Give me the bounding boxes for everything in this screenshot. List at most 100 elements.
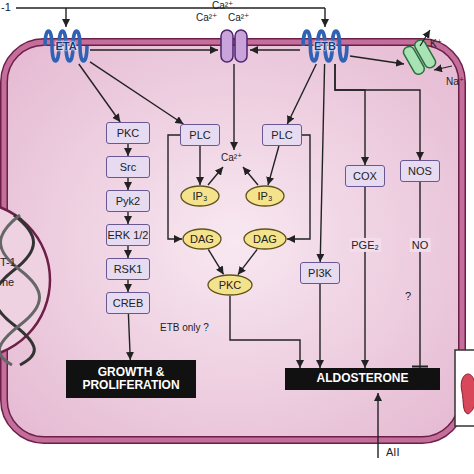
node-text: PLC bbox=[189, 129, 210, 141]
signal-connector bbox=[127, 212, 128, 224]
annotation-label: ? bbox=[405, 290, 411, 302]
annotation-label: ETB only ? bbox=[160, 322, 209, 333]
process-box: COX bbox=[345, 165, 385, 187]
signal-connector bbox=[127, 280, 128, 292]
node-text: GROWTH & PROLIFERATION bbox=[70, 366, 192, 392]
stimulus-arrow bbox=[377, 393, 378, 458]
process-box: Src bbox=[106, 156, 150, 178]
signal-arrow bbox=[90, 49, 218, 50]
transmembrane-helices bbox=[45, 31, 87, 61]
node-text: Pyk2 bbox=[116, 195, 140, 207]
messenger-oval: DAG bbox=[182, 228, 222, 250]
annotation-label: K⁺ bbox=[430, 38, 442, 49]
node-text: PKC bbox=[117, 127, 140, 139]
node-text: NOS bbox=[408, 165, 432, 177]
signal-connector bbox=[127, 178, 128, 190]
oval-shape bbox=[181, 186, 219, 206]
signal-connector bbox=[268, 146, 279, 185]
node-text: IP₃ bbox=[193, 190, 208, 202]
node-text: Src bbox=[120, 161, 137, 173]
ion-arrow bbox=[420, 30, 430, 46]
ion-arrow bbox=[434, 66, 452, 70]
process-box: Pyk2 bbox=[106, 190, 150, 212]
signal-connector bbox=[320, 64, 324, 262]
node-text: ALDOSTERONE bbox=[316, 372, 408, 385]
inset-frame bbox=[455, 350, 474, 426]
node-text: PKC bbox=[219, 279, 242, 291]
signal-connector bbox=[238, 249, 257, 274]
process-box: CREB bbox=[106, 292, 150, 314]
signal-connector bbox=[287, 135, 310, 239]
annotation-label: Na⁺ bbox=[446, 76, 464, 87]
signal-connector bbox=[90, 62, 183, 124]
calcium-release-arrow bbox=[208, 167, 223, 185]
process-box: PLC bbox=[262, 124, 302, 146]
oval-shape bbox=[244, 229, 286, 249]
calcium-release-arrow bbox=[243, 167, 258, 185]
signal-connector bbox=[128, 314, 130, 360]
node-text: ERK 1/2 bbox=[108, 229, 149, 241]
process-box: RSK1 bbox=[106, 258, 150, 280]
signal-connector bbox=[79, 64, 120, 122]
outcome-box: ALDOSTERONE bbox=[285, 368, 440, 390]
kinase-oval: PKC bbox=[207, 274, 253, 296]
node-text: COX bbox=[353, 170, 377, 182]
signal-connector bbox=[287, 64, 316, 124]
annotation-label: Ca²⁺ bbox=[196, 12, 217, 23]
outcome-box: GROWTH & PROLIFERATION bbox=[66, 360, 196, 398]
receptor: ETA bbox=[42, 28, 90, 64]
signal-connector bbox=[208, 249, 223, 274]
node-text: ETA bbox=[55, 40, 76, 52]
dna-strand bbox=[0, 215, 34, 365]
node-text: CREB bbox=[113, 297, 144, 309]
process-box: PLC bbox=[180, 124, 220, 146]
edge-label: NO bbox=[410, 238, 431, 252]
calcium-channel bbox=[235, 30, 247, 62]
node-text: RSK1 bbox=[114, 263, 143, 275]
signal-connector bbox=[230, 296, 300, 368]
oval-shape bbox=[246, 186, 284, 206]
process-box: NOS bbox=[400, 160, 440, 182]
node-text: IP₃ bbox=[258, 190, 273, 202]
signal-arrow bbox=[350, 56, 404, 64]
node-text: PI3K bbox=[308, 267, 332, 279]
messenger-oval: IP₃ bbox=[245, 185, 285, 207]
signal-arrow bbox=[250, 49, 300, 50]
node-text: PLC bbox=[271, 129, 292, 141]
cell-membrane bbox=[4, 42, 462, 440]
annotation-label: ne bbox=[2, 276, 14, 288]
node-text: ETB bbox=[314, 40, 336, 52]
oval-shape bbox=[208, 275, 252, 295]
signal-connector bbox=[199, 146, 200, 185]
signal-connector bbox=[419, 182, 420, 368]
cell-membrane-outer bbox=[4, 42, 462, 440]
receptor: ETB bbox=[300, 28, 350, 64]
signal-connector bbox=[364, 187, 365, 368]
signal-connector bbox=[168, 135, 182, 239]
messenger-oval: DAG bbox=[243, 228, 287, 250]
ligand-arrow bbox=[65, 8, 66, 27]
annotation-label: Ca²⁺ bbox=[228, 12, 249, 23]
process-box: PKC bbox=[106, 122, 150, 144]
calcium-influx-arrow bbox=[233, 64, 234, 150]
node-text: DAG bbox=[190, 233, 214, 245]
signal-connector bbox=[335, 64, 365, 165]
oval-shape bbox=[183, 229, 221, 249]
annotation-label: Ca²⁺ bbox=[221, 152, 242, 163]
messenger-oval: IP₃ bbox=[180, 185, 220, 207]
signal-connector bbox=[127, 144, 128, 156]
adrenal-inset bbox=[461, 374, 474, 414]
transmembrane-helices bbox=[303, 31, 347, 61]
node-text: DAG bbox=[253, 233, 277, 245]
signal-connector bbox=[335, 64, 420, 160]
calcium-channel bbox=[221, 30, 233, 62]
signal-connector bbox=[319, 284, 320, 368]
annotation-label: -1 bbox=[1, 1, 11, 13]
process-box: PI3K bbox=[300, 262, 340, 284]
annotation-label: AII bbox=[386, 446, 399, 458]
signal-connector bbox=[127, 246, 128, 258]
annotation-label: Ca²⁺ bbox=[212, 0, 233, 11]
